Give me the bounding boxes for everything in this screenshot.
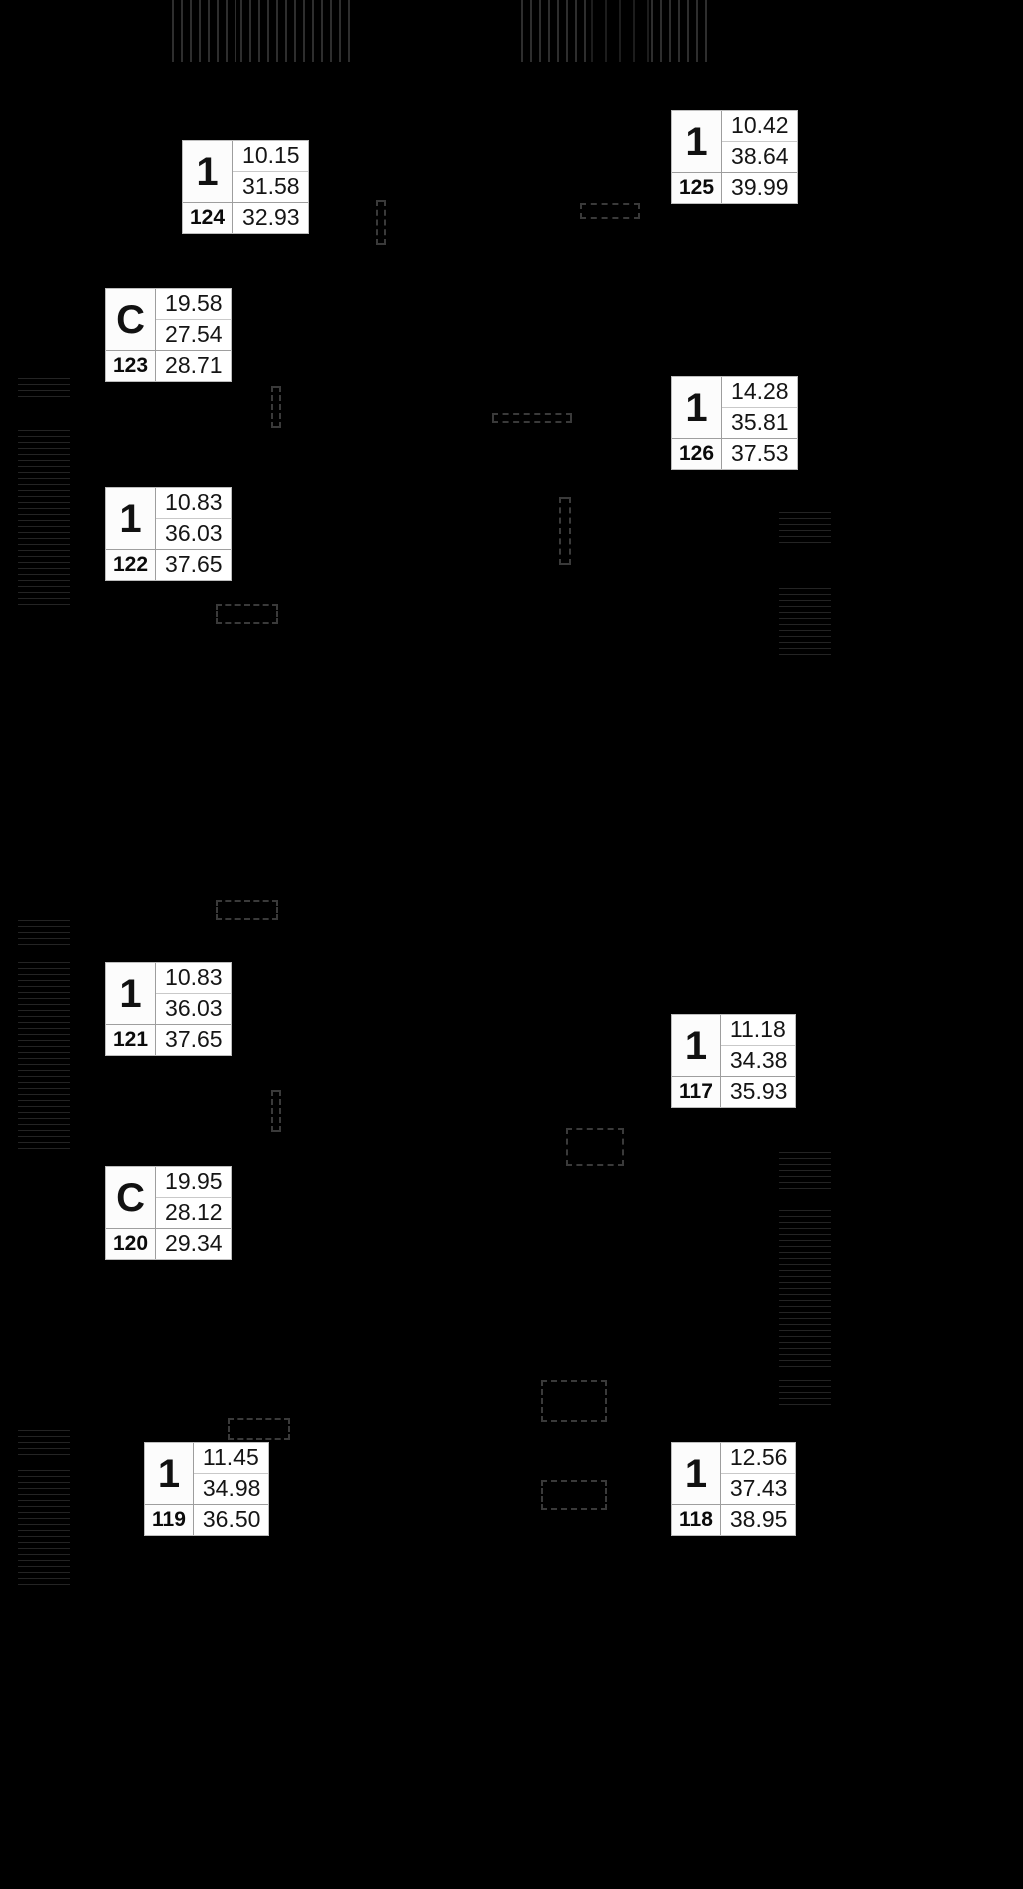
label-id: 124 — [183, 202, 234, 233]
hatch-vertical-lines — [651, 0, 711, 62]
dashed-region-box — [271, 386, 281, 428]
dashed-region-box — [228, 1418, 290, 1440]
hatch-horizontal-lines — [18, 962, 70, 1152]
label-value-1: 10.42 — [722, 111, 797, 141]
dashed-region-box — [492, 413, 572, 423]
label-id: 118 — [672, 1504, 721, 1535]
hatch-horizontal-lines — [779, 588, 831, 658]
label-id: 126 — [672, 438, 723, 469]
label-value-2: 31.58 — [233, 171, 308, 202]
hatch-vertical-lines — [294, 0, 356, 62]
hatch-sparse-dots — [591, 0, 651, 62]
label-value-3: 37.53 — [722, 438, 797, 469]
label-id: 122 — [106, 549, 157, 580]
label-class-icon: 1 — [672, 1015, 721, 1076]
dashed-region-box — [271, 1090, 281, 1132]
label-class-icon: C — [106, 289, 157, 350]
hatch-vertical-lines — [521, 0, 591, 62]
label-value-1: 10.83 — [156, 963, 231, 993]
hatch-horizontal-lines — [18, 430, 70, 610]
label-class-icon: C — [106, 1167, 157, 1228]
label-value-1: 10.83 — [156, 488, 231, 518]
label-value-3: 37.65 — [156, 549, 231, 580]
label-id: 121 — [106, 1024, 157, 1055]
label-class-icon: 1 — [145, 1443, 194, 1504]
label-value-3: 29.34 — [156, 1228, 231, 1259]
hatch-vertical-lines — [172, 0, 236, 62]
label-id: 123 — [106, 350, 157, 381]
label-value-3: 39.99 — [722, 172, 797, 203]
label-value-2: 35.81 — [722, 407, 797, 438]
label-value-1: 10.15 — [233, 141, 308, 171]
label-value-1: 14.28 — [722, 377, 797, 407]
label-id: 119 — [145, 1504, 194, 1535]
label-id: 125 — [672, 172, 723, 203]
dashed-region-box — [216, 900, 278, 920]
label-value-2: 38.64 — [722, 141, 797, 172]
dashed-region-box — [541, 1380, 607, 1422]
hatch-horizontal-lines — [18, 1470, 70, 1590]
label-value-2: 36.03 — [156, 518, 231, 549]
label-id: 120 — [106, 1228, 157, 1259]
label-value-2: 34.98 — [193, 1473, 269, 1504]
label-value-3: 32.93 — [233, 202, 308, 233]
label-value-2: 28.12 — [156, 1197, 231, 1228]
hatch-horizontal-lines — [779, 1210, 831, 1370]
hatch-horizontal-lines — [18, 1430, 70, 1456]
label-value-2: 34.38 — [720, 1045, 796, 1076]
hatch-horizontal-lines — [779, 1380, 831, 1410]
label-class-icon: 1 — [672, 377, 723, 438]
label-value-1: 12.56 — [720, 1443, 796, 1473]
label-value-3: 36.50 — [193, 1504, 269, 1535]
dashed-region-box — [580, 203, 640, 219]
label-class-icon: 1 — [106, 488, 157, 549]
dashed-region-box — [559, 497, 571, 565]
hatch-horizontal-lines — [18, 920, 70, 946]
label-value-3: 37.65 — [156, 1024, 231, 1055]
dashed-region-box — [216, 604, 278, 624]
label-id: 117 — [672, 1076, 721, 1107]
hatch-vertical-lines — [240, 0, 292, 62]
label-value-1: 11.18 — [720, 1015, 796, 1045]
label-class-icon: 1 — [672, 1443, 721, 1504]
dashed-region-box — [566, 1128, 624, 1166]
label-class-icon: 1 — [183, 141, 234, 202]
label-value-3: 28.71 — [156, 350, 231, 381]
hatch-horizontal-lines — [779, 512, 831, 548]
label-value-1: 11.45 — [193, 1443, 269, 1473]
hatch-horizontal-lines — [779, 1152, 831, 1192]
label-value-1: 19.58 — [156, 289, 231, 319]
label-value-3: 38.95 — [720, 1504, 796, 1535]
label-value-2: 37.43 — [720, 1473, 796, 1504]
hatch-horizontal-lines — [18, 378, 70, 400]
label-class-icon: 1 — [672, 111, 723, 172]
dashed-region-box — [376, 200, 386, 245]
label-value-1: 19.95 — [156, 1167, 231, 1197]
label-value-2: 36.03 — [156, 993, 231, 1024]
label-value-2: 27.54 — [156, 319, 231, 350]
label-value-3: 35.93 — [720, 1076, 796, 1107]
dashed-region-box — [541, 1480, 607, 1510]
label-class-icon: 1 — [106, 963, 157, 1024]
